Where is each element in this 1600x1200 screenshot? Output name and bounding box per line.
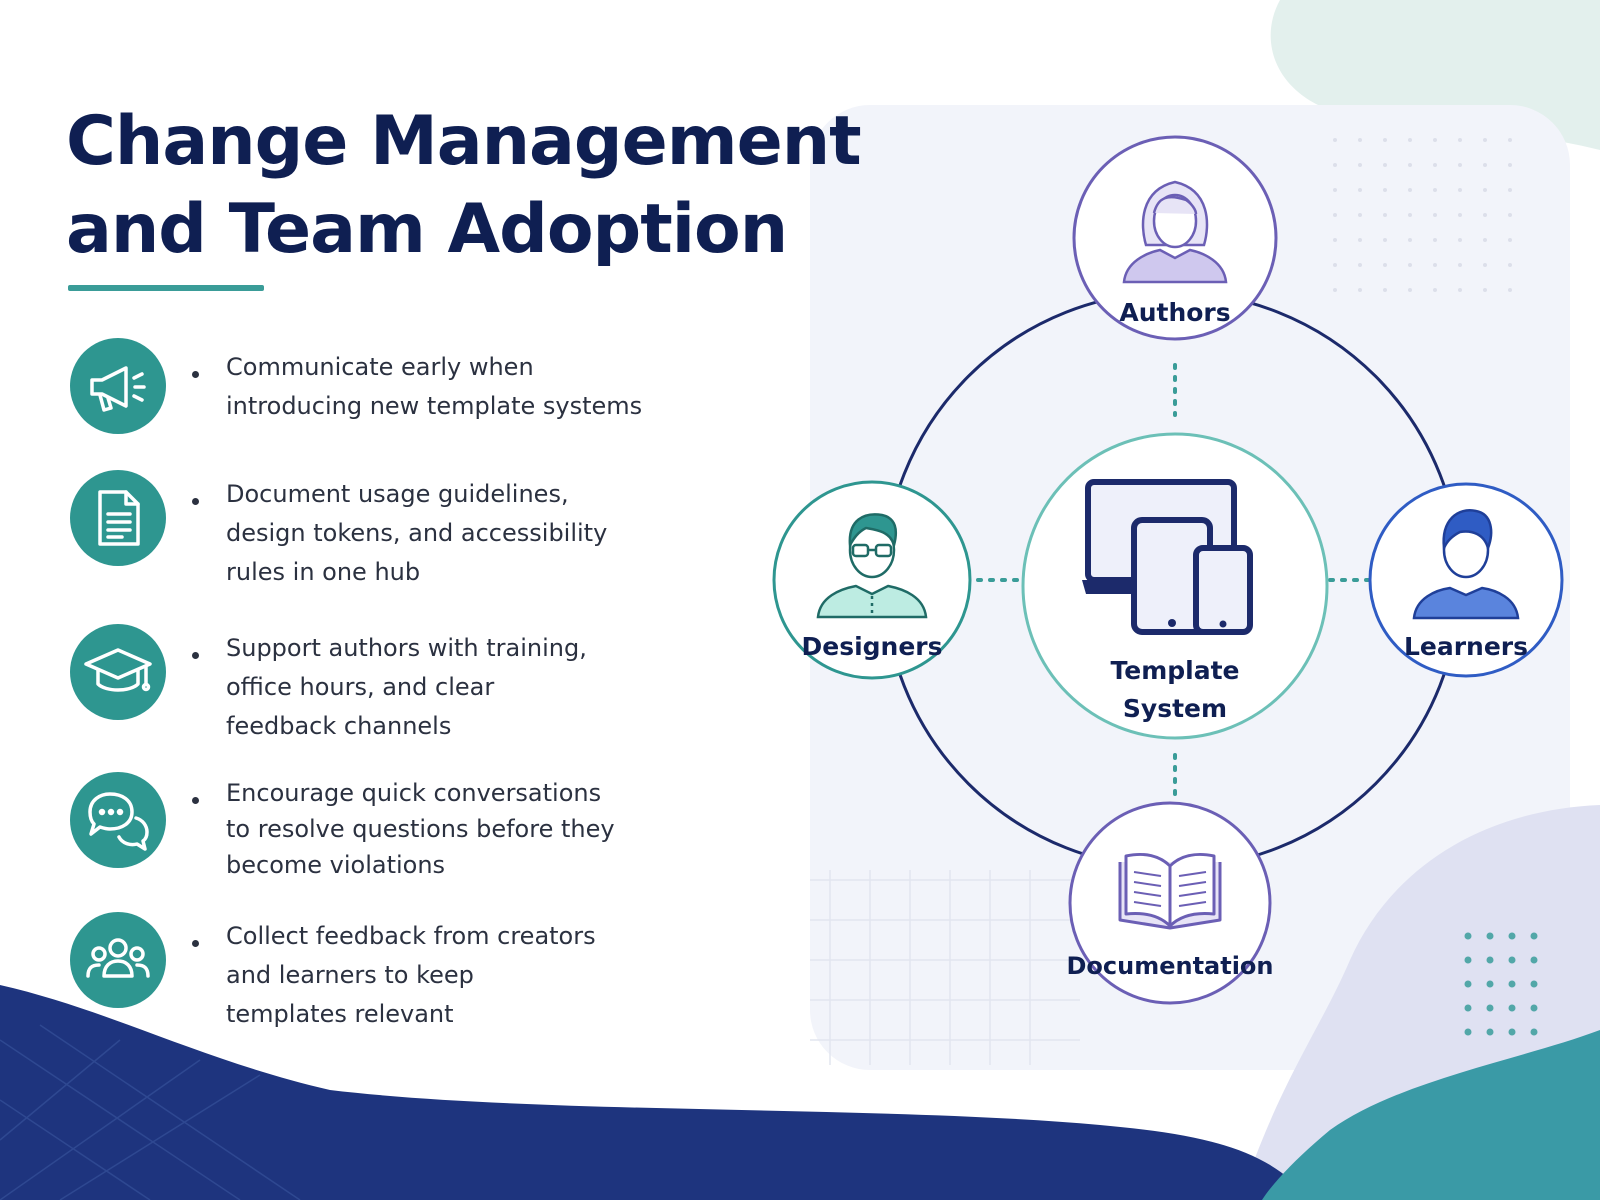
template-system-label-line-2: System — [1122, 694, 1228, 723]
item-text-line: Communicate early when — [226, 353, 534, 381]
document-icon — [70, 470, 166, 566]
dotted-connectors — [976, 363, 1370, 804]
bullet-dot — [192, 797, 199, 804]
item-text-line: Collect feedback from creators — [226, 922, 596, 950]
bullet-dot — [192, 652, 199, 659]
learners-node — [1368, 482, 1564, 678]
item-text-line: rules in one hub — [226, 558, 421, 586]
list-item-document: Document usage guidelines, design tokens… — [70, 468, 670, 588]
item-text: Communicate early when introducing new t… — [226, 348, 666, 426]
people-group-icon — [70, 912, 166, 1008]
item-text: Collect feedback from creators and learn… — [226, 917, 666, 1034]
item-text: Support authors with training, office ho… — [226, 629, 666, 746]
title-line-1: Change Management — [66, 102, 862, 181]
list-item-support: Support authors with training, office ho… — [70, 622, 670, 742]
page-title: Change Management and Team Adoption — [66, 98, 862, 274]
item-text-line: design tokens, and accessibility — [226, 519, 608, 547]
man-glasses-avatar-icon — [816, 513, 928, 619]
item-text-line: office hours, and clear — [226, 673, 495, 701]
template-system-label: Template System — [1075, 652, 1275, 728]
template-system-node — [1021, 432, 1329, 740]
list-item-encourage: Encourage quick conversations to resolve… — [70, 770, 670, 880]
open-book-icon — [1118, 852, 1222, 930]
item-text-line: become violations — [226, 851, 446, 879]
item-text-line: Document usage guidelines, — [226, 480, 569, 508]
designers-label: Designers — [801, 632, 943, 661]
authors-node — [1072, 135, 1278, 341]
item-text: Encourage quick conversations to resolve… — [226, 775, 666, 883]
devices-icon — [1082, 479, 1253, 635]
graduation-cap-icon — [70, 624, 166, 720]
title-line-2: and Team Adoption — [66, 190, 788, 269]
chat-bubbles-icon — [70, 772, 166, 868]
item-text-line: feedback channels — [226, 712, 452, 740]
designers-node — [772, 480, 972, 680]
title-underline — [68, 285, 264, 291]
item-text-line: templates relevant — [226, 1000, 454, 1028]
list-item-collect: Collect feedback from creators and learn… — [70, 910, 670, 1030]
item-text-line: to resolve questions before they — [226, 815, 615, 843]
learners-label: Learners — [1403, 632, 1529, 661]
authors-label: Authors — [1119, 298, 1231, 327]
bullet-dot — [192, 940, 199, 947]
bullet-dot — [192, 371, 199, 378]
bullet-dot — [192, 498, 199, 505]
list-item-communicate: Communicate early when introducing new t… — [70, 338, 670, 438]
item-text-line: Support authors with training, — [226, 634, 587, 662]
item-text-line: Encourage quick conversations — [226, 779, 602, 807]
megaphone-icon — [70, 338, 166, 434]
item-text-line: and learners to keep — [226, 961, 474, 989]
documentation-node — [1068, 801, 1272, 1005]
template-system-label-line-1: Template — [1110, 656, 1240, 685]
item-text-line: introducing new template systems — [226, 392, 643, 420]
item-text: Document usage guidelines, design tokens… — [226, 475, 666, 592]
documentation-label: Documentation — [1066, 952, 1274, 980]
woman-avatar-icon — [1122, 180, 1228, 284]
person-avatar-icon — [1412, 509, 1520, 620]
